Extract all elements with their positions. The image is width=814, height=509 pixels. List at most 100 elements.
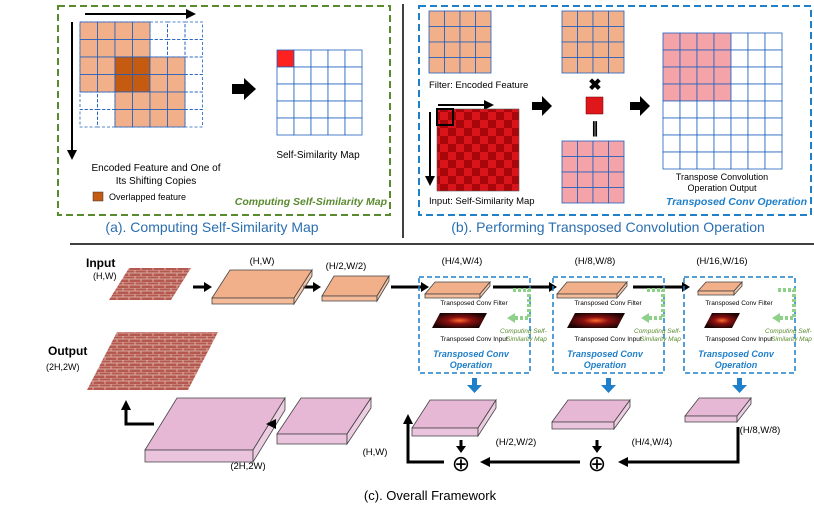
- output-cell: [696, 134, 715, 153]
- svg-text:⊕: ⊕: [452, 451, 470, 476]
- map-cell: [344, 83, 363, 102]
- filter-copy-cell: [608, 10, 625, 27]
- encoder-arrows: [193, 282, 690, 292]
- self-similarity-input-map: [436, 108, 520, 192]
- scaled-filter-cell: [577, 140, 594, 157]
- shifted-cell: [114, 56, 133, 75]
- encoded-cell: [114, 39, 133, 58]
- output-cell: [747, 100, 766, 119]
- output-cell: [713, 83, 732, 102]
- decoder-size-label: (H,W): [363, 447, 388, 458]
- output-cell: [713, 151, 732, 170]
- panel-b-caption: (b). Performing Transposed Convolution O…: [451, 219, 765, 235]
- map-cell: [293, 117, 312, 136]
- filter-copy-cell: [592, 41, 609, 58]
- encoder-blocks: (H,W)(H/2,W/2)(H/4,W/4)(H/8,W/8)(H/16,W/…: [211, 256, 748, 306]
- filter-copy-cell: [608, 41, 625, 58]
- output-cell: [730, 49, 749, 68]
- shift-grid-cell: [79, 109, 98, 128]
- down-arrow-shaft: [606, 378, 611, 386]
- output-cell: [713, 49, 732, 68]
- encoded-cell: [132, 21, 151, 40]
- map-cell: [293, 83, 312, 102]
- op-label-line2: Operation: [584, 360, 627, 370]
- map-cell: [310, 66, 329, 85]
- input-brick-image: [109, 268, 191, 300]
- filter-cell: [475, 10, 492, 27]
- filter-copy-cell: [561, 10, 578, 27]
- encoded-cell: [79, 74, 98, 93]
- map-cell: [276, 49, 295, 68]
- output-cell: [713, 32, 732, 51]
- shift-grid-cell: [97, 91, 116, 110]
- op-label-line1: Transposed Conv: [698, 349, 775, 359]
- output-cell: [730, 151, 749, 170]
- ssm-label-line1: Computing Self-: [500, 328, 547, 335]
- decoder-block-3: [411, 398, 497, 438]
- transposed-conv-input-label: Transposed Conv Input: [440, 336, 508, 343]
- input-title: Input: [86, 256, 115, 270]
- output-brick-image: [87, 332, 218, 390]
- scaled-filter-cell: [592, 140, 609, 157]
- shifted-cell: [114, 74, 133, 93]
- shift-grid-cell: [184, 91, 203, 110]
- scaled-filter-cell: [608, 171, 625, 188]
- decoder-size-label: (H/2,W/2): [496, 437, 537, 448]
- output-size: (2H,2W): [46, 362, 80, 372]
- panel-b: Filter: Encoded Feature Input: Self-Simi…: [418, 5, 812, 235]
- transposed-conv-input-label: Transposed Conv Input: [705, 336, 773, 343]
- ssm-arrow: [778, 288, 796, 320]
- output-cell: [679, 134, 698, 153]
- scaled-filter-cell: [561, 156, 578, 173]
- transposed-conv-filter-label: Transposed Conv Filter: [574, 300, 642, 307]
- map-cell: [344, 66, 363, 85]
- output-cell: [696, 83, 715, 102]
- map-cell: [327, 117, 346, 136]
- filter-copy-cell: [561, 41, 578, 58]
- encoded-cell: [97, 21, 116, 40]
- shift-grid-cell: [184, 109, 203, 128]
- scaled-filter-grid: [561, 140, 625, 204]
- output-cell: [747, 32, 766, 51]
- self-similarity-map: [276, 49, 363, 136]
- panel-b-title: Transposed Conv Operation: [666, 196, 807, 208]
- scaled-filter-cell: [561, 187, 578, 204]
- shifted-cell: [167, 74, 186, 93]
- output-cell: [679, 117, 698, 136]
- ssm-arrow-head: [641, 313, 649, 323]
- output-cell: [662, 32, 681, 51]
- encoded-feature-label-line2: Its Shifting Copies: [116, 176, 197, 187]
- shift-grid-cell: [79, 91, 98, 110]
- map-cell: [327, 83, 346, 102]
- output-cell: [696, 117, 715, 136]
- decoder-block-5: [684, 396, 752, 424]
- map-cell: [276, 83, 295, 102]
- shifted-cell: [149, 74, 168, 93]
- input-label: Input: Self-Similarity Map: [429, 196, 535, 207]
- output-cell: [662, 66, 681, 85]
- heatmap-input: [704, 313, 740, 328]
- op-label-line2: Operation: [450, 360, 493, 370]
- output-cell: [679, 66, 698, 85]
- shifted-cell: [149, 56, 168, 75]
- legend-label: Overlapped feature: [109, 192, 186, 202]
- input-down-arrow: [425, 112, 435, 186]
- output-cell: [764, 83, 783, 102]
- shifted-cell: [114, 109, 133, 128]
- shift-grid-cell: [184, 39, 203, 58]
- panel-b-arrow-1: [532, 96, 552, 116]
- shifted-cell: [132, 56, 151, 75]
- down-arrow-head: [732, 385, 747, 393]
- decoder-blocks: (2H,2W)(H,W)(H/2,W/2)(H/4,W/4)(H/8,W/8): [144, 396, 780, 472]
- output-cell: [747, 117, 766, 136]
- output-title: Output: [48, 344, 87, 358]
- sum-node-2: ⊕: [588, 440, 606, 476]
- output-cell: [730, 32, 749, 51]
- shift-grid-cell: [184, 56, 203, 75]
- output-cell: [662, 151, 681, 170]
- output-cell: [662, 49, 681, 68]
- shift-grid-cell: [149, 39, 168, 58]
- output-cell: [747, 66, 766, 85]
- ssm-arrow-head: [772, 313, 780, 323]
- ssm-label-line1: Computing Self-: [765, 328, 812, 335]
